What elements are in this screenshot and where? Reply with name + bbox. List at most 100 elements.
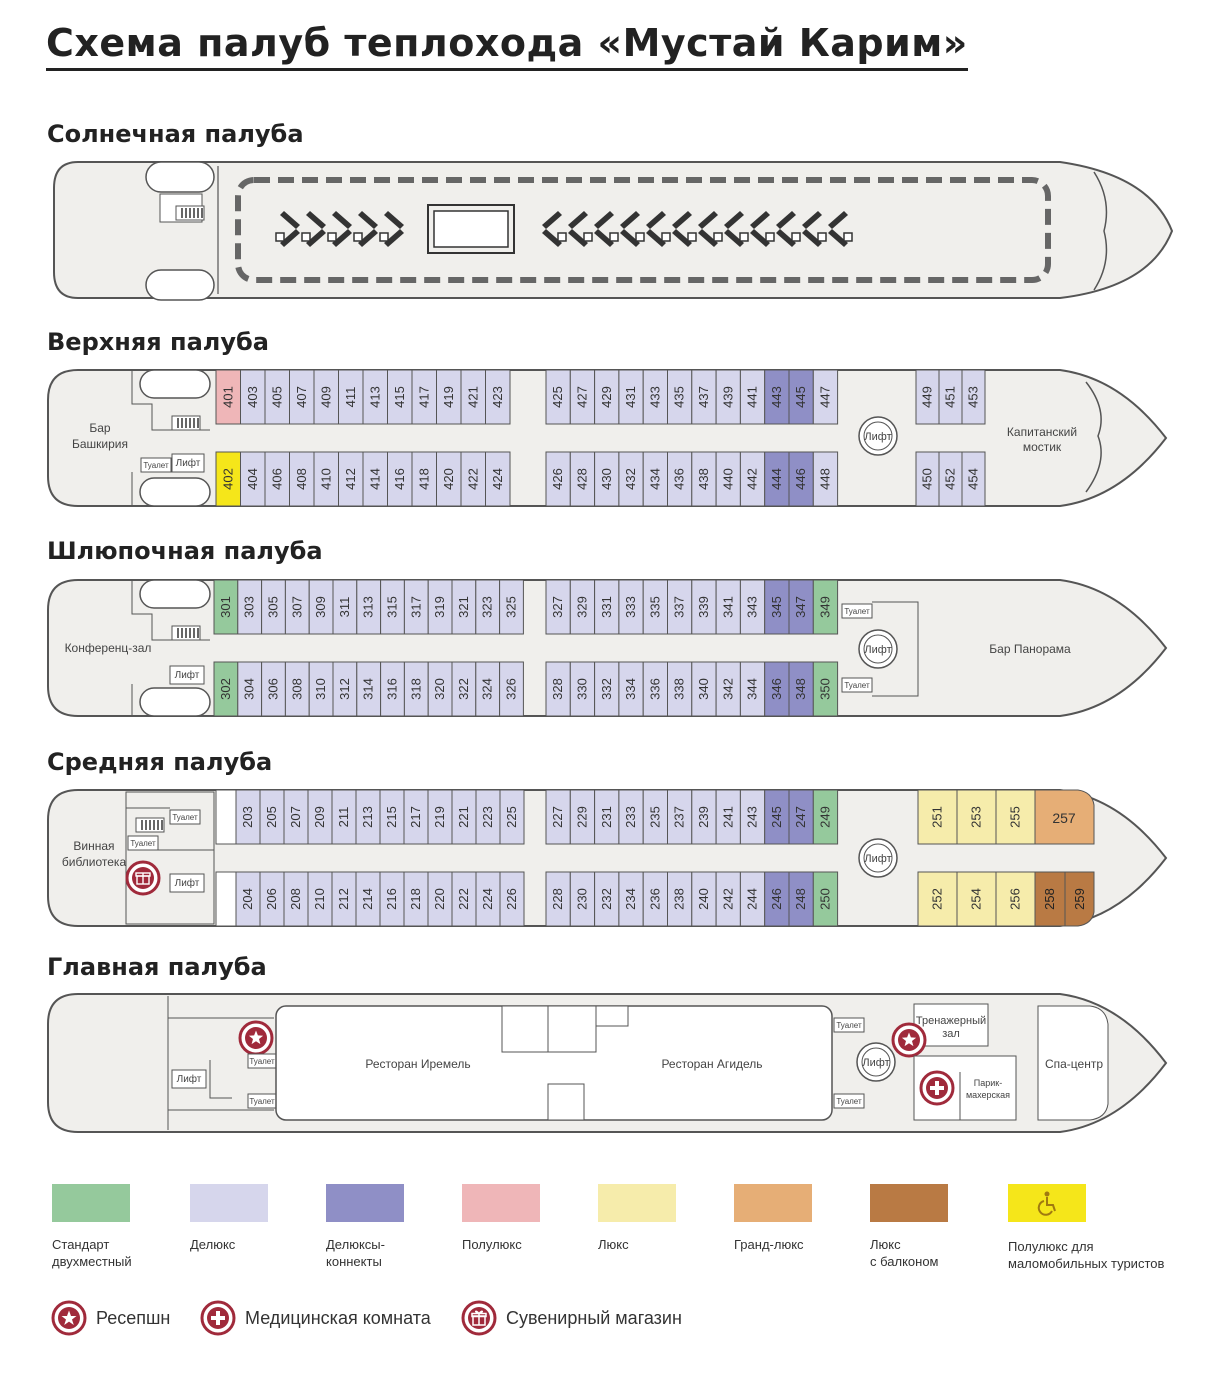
legend-swatch-semi-lux xyxy=(462,1184,540,1222)
cabin-218-label: 218 xyxy=(408,888,423,910)
cabin-427-label: 427 xyxy=(574,386,589,408)
cabin-231-label: 231 xyxy=(599,806,614,828)
spa-center-label: Спа-центр xyxy=(1045,1057,1103,1071)
gym-label-2: зал xyxy=(942,1028,960,1040)
cabin-228 xyxy=(545,871,571,927)
legend-swatch-standard xyxy=(52,1184,130,1222)
cabin-448-label: 448 xyxy=(817,468,832,490)
sun-deck-promenade xyxy=(235,177,1051,283)
legend-swatch-deluxe xyxy=(190,1184,268,1222)
cabin-343 xyxy=(739,579,766,635)
cabin-452-label: 452 xyxy=(943,468,958,490)
cabin-348 xyxy=(788,661,814,717)
cabin-326 xyxy=(499,661,524,717)
legend-label-standard: Стандарт двухместный xyxy=(52,1237,132,1269)
cabin-209-label: 209 xyxy=(312,806,327,828)
boat-toilet-top xyxy=(841,603,873,619)
legend-gift-shop-label: Сувенирный магазин xyxy=(506,1307,682,1328)
cabin-424 xyxy=(485,451,511,507)
cabin-440 xyxy=(715,451,741,507)
cabin-331-label: 331 xyxy=(599,596,614,618)
cabin-308-label: 308 xyxy=(289,678,304,700)
cabin-324-label: 324 xyxy=(480,678,495,700)
cabin-255-label: 255 xyxy=(1008,806,1023,828)
cabin-345-label: 345 xyxy=(769,596,784,618)
legend-label-semi-lux: Полулюкс xyxy=(462,1237,522,1252)
sunbed-icon xyxy=(594,211,619,247)
upper-toilet xyxy=(140,457,172,473)
cabin-444-label: 444 xyxy=(769,468,784,490)
cabin-218 xyxy=(403,871,429,927)
cabin-337 xyxy=(667,579,693,635)
cabin-253-label: 253 xyxy=(969,806,984,828)
legend-label-deluxe: Делюкс xyxy=(190,1237,236,1252)
legend-label-lux-balcony: Люкс с балконом xyxy=(870,1237,939,1269)
boat-toilet-bottom-label: Туалет xyxy=(844,681,870,690)
legend-label-grand-lux: Гранд-люкс xyxy=(734,1237,804,1252)
cabin-415-label: 415 xyxy=(392,386,407,408)
cabin-236 xyxy=(642,871,669,927)
cabin-437-label: 437 xyxy=(696,386,711,408)
middle-toilet-2-label: Туалет xyxy=(130,839,156,848)
cabin-235-label: 235 xyxy=(647,806,662,828)
cabin-418 xyxy=(411,451,437,507)
cabin-248-label: 248 xyxy=(793,888,808,910)
cabin-341 xyxy=(715,579,741,635)
cabin-335-label: 335 xyxy=(647,596,662,618)
cabin-206 xyxy=(259,871,285,927)
cabin-416-label: 416 xyxy=(392,468,407,490)
cabin-327-label: 327 xyxy=(550,596,565,618)
cabin-209 xyxy=(307,789,333,845)
cabin-421-label: 421 xyxy=(465,386,480,408)
cabin-325-label: 325 xyxy=(504,596,519,618)
cabin-242 xyxy=(715,871,741,927)
cabin-257 xyxy=(1034,789,1095,845)
cabin-411 xyxy=(338,369,364,425)
cabin-446 xyxy=(788,451,814,507)
cabin-407-label: 407 xyxy=(294,386,309,408)
cabin-333-label: 333 xyxy=(623,596,638,618)
sunbed-icon xyxy=(646,211,671,247)
cabin-338-label: 338 xyxy=(672,678,687,700)
star-icon xyxy=(51,1300,87,1336)
hairdresser-label: Парик- xyxy=(974,1078,1002,1088)
cabin-435-label: 435 xyxy=(672,386,687,408)
page-title: Схема палуб теплохода «Мустай Карим» xyxy=(46,21,968,71)
cabin-448 xyxy=(812,451,839,507)
cabin-223 xyxy=(475,789,501,845)
cabin-401-label: 401 xyxy=(220,386,235,408)
bar-bashkiria-label-2: Башкирия xyxy=(72,437,128,451)
sunbed-icon xyxy=(327,211,352,247)
sunbed-icon xyxy=(301,211,326,247)
cabin-441-label: 441 xyxy=(745,386,760,408)
cabin-342-label: 342 xyxy=(720,678,735,700)
middle-deck-title: Средняя палуба xyxy=(47,748,273,776)
legend-label-accessible: Полулюкс для маломобильных туристов xyxy=(1008,1239,1165,1271)
cabin-439-label: 439 xyxy=(720,386,735,408)
cabin-307-label: 307 xyxy=(289,596,304,618)
legend-swatch-lux xyxy=(598,1184,676,1222)
cabin-222-label: 222 xyxy=(456,888,471,910)
legend-medical: Медицинская комната xyxy=(199,1298,431,1338)
sun-deck-pool xyxy=(427,204,515,254)
cabin-417 xyxy=(411,369,437,425)
cabin-405 xyxy=(264,369,290,425)
cabin-406 xyxy=(264,451,290,507)
cabin-436 xyxy=(667,451,693,507)
bar-panorama-label: Бар Панорама xyxy=(989,642,1071,656)
main-lift-center-label: Лифт xyxy=(862,1057,889,1069)
cabin-247 xyxy=(788,789,814,845)
boat-toilet-bottom xyxy=(841,677,873,693)
cabin-334-label: 334 xyxy=(623,678,638,700)
cabin-306-label: 306 xyxy=(266,678,281,700)
cabin-408 xyxy=(289,451,315,507)
cabin-234-label: 234 xyxy=(623,888,638,910)
cabin-434-label: 434 xyxy=(647,468,662,490)
sunbed-icon xyxy=(802,211,827,247)
cabin-219 xyxy=(427,789,453,845)
cabin-447-label: 447 xyxy=(817,386,832,408)
cabin-246-label: 246 xyxy=(769,888,784,910)
cabin-412-label: 412 xyxy=(343,468,358,490)
cabin-343-label: 343 xyxy=(745,596,760,618)
cabin-406-label: 406 xyxy=(269,468,284,490)
